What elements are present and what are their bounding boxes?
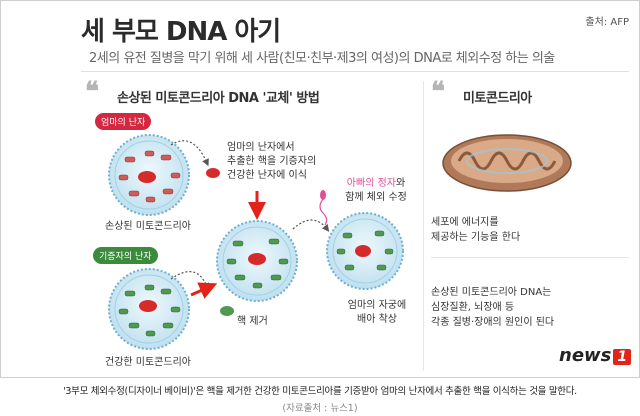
healthy-mitochondrion [234,274,246,281]
sperm-icon [319,190,328,226]
damaged-mitochondrion [144,150,155,157]
healthy-mitochondrion [162,322,174,329]
extract-arrow [170,140,209,167]
donor-egg-badge: 기증자의 난자 [93,247,158,264]
damaged-mito-label: 손상된 미토콘드리아 [105,221,191,232]
reconstructed-egg-cell [216,220,298,302]
damaged-mitochondrion [160,154,172,161]
damaged-mitochondrion [128,190,140,197]
healthy-mitochondrion [128,322,140,329]
damaged-mitochondrion [124,156,136,163]
healthy-mitochondrion [344,264,355,271]
column-divider [423,81,424,371]
donor-egg-cell [108,268,190,350]
mother-egg-badge: 엄마의 난자 [95,113,152,130]
healthy-mitochondrion [160,288,172,295]
right-divider [431,257,629,258]
embryo-nucleus [355,245,371,257]
healthy-mitochondrion [384,248,394,255]
healthy-mitochondrion [342,232,353,239]
donor-nucleus [139,300,157,312]
quote-icon-left: ❝ [85,77,99,107]
right-section-heading: 미토콘드리아 [463,91,532,106]
healthy-mitochondrion [145,330,156,337]
figure-caption: '3부모 체외수정(디자이너 베이비)'은 핵을 제거한 건강한 미토콘드리아를… [63,386,577,397]
implantation-note: 엄마의 자궁에 배아 착상 [347,300,407,325]
page-title: 세 부모 DNA 아기 [81,17,281,47]
mitochondrion-illustration [442,134,572,192]
quote-icon-right: ❝ [431,77,445,107]
sperm-label: 아빠의 정자 [346,178,396,189]
healthy-mitochondrion [278,258,289,265]
mother-nucleus [138,171,156,183]
healthy-mitochondrion [144,284,155,291]
healthy-mitochondrion [268,238,280,245]
embryo-cell [326,212,404,290]
removed-nucleus [220,306,234,316]
left-section-heading: 손상된 미토콘드리아 DNA '교체' 방법 [117,91,320,106]
healthy-mitochondrion [118,308,129,315]
healthy-mitochondrion [270,274,282,281]
mito-damage-desc: 손상된 미토콘드리아 DNA는 심장질환, 뇌장애 등 각종 질병·장애의 원인… [431,287,555,328]
fertilization-note: 아빠의 정자와 함께 체외 수정 [345,178,407,203]
figure-credit: (자료출처 : 뉴스1) [282,403,358,414]
transferred-nucleus [248,253,266,265]
healthy-mitochondrion [232,240,244,247]
healthy-mitochondrion [376,264,387,271]
page-subtitle: 2세의 유전 질병을 막기 위해 세 사람(친모·친부·제3의 여성)의 DNA… [89,51,555,66]
source-label: 출처: AFP [585,17,629,28]
healthy-mitochondrion [170,306,181,313]
healthy-mitochondrion [374,230,385,237]
mtDNA-replacement-diagram [108,134,404,350]
healthy-mitochondrion [226,258,237,265]
damaged-mitochondrion [170,172,181,179]
damaged-mitochondrion [118,174,129,181]
damaged-mitochondrion [145,196,156,203]
nucleus-removal-label: 핵 제거 [237,316,268,327]
healthy-mito-label: 건강한 미토콘드리아 [105,357,191,368]
mother-egg-cell [108,134,190,216]
fertilize-arrow [292,219,330,232]
healthy-mitochondrion [252,282,263,289]
transfer-note: 엄마의 난자에서 추출한 핵을 기증자의 건강한 난자에 이식 [227,142,317,181]
header-divider [81,71,629,72]
healthy-mitochondrion [124,290,136,297]
extracted-nucleus [206,168,220,178]
infographic-frame: 세 부모 DNA 아기 출처: AFP 2세의 유전 질병을 막기 위해 세 사… [0,0,640,378]
mito-function-desc: 세포에 에너지를 제공하는 기능을 한다 [431,217,521,243]
donor-to-reconstructed-arrow [190,282,218,299]
healthy-mitochondrion [336,248,346,255]
damaged-mitochondrion [162,188,174,195]
